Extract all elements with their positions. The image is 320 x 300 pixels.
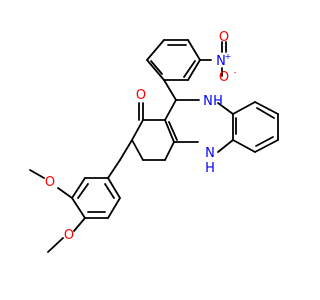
amine-nitrogen-bottom-label: N	[205, 146, 215, 161]
nitro-oxygen-bottom-label: O	[219, 70, 229, 85]
molecule-structure: O N H N H N + O O - O O	[29, 30, 279, 253]
methoxy-oxygen-lower-label: O	[64, 228, 74, 243]
bond-lines	[29, 39, 279, 253]
amine-hydrogen-bottom-label: H	[205, 161, 215, 176]
nitro-negative-charge: -	[234, 68, 237, 77]
amine-nitrogen-top-label: N	[203, 94, 213, 109]
nitro-positive-charge: +	[225, 52, 232, 61]
ketone-oxygen-label: O	[136, 88, 146, 103]
nitro-oxygen-top-label: O	[219, 30, 229, 45]
amine-hydrogen-top-label: H	[213, 94, 223, 109]
atom-labels: O N H N H N + O O - O O	[45, 30, 237, 243]
methoxy-oxygen-upper-label: O	[45, 175, 55, 190]
nitro-nitrogen-label: N	[216, 54, 226, 69]
